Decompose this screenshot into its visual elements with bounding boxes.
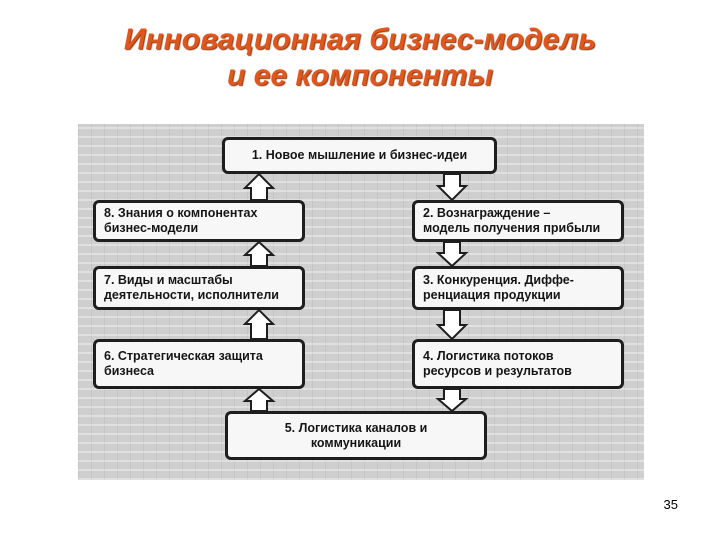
component-box-5: 5. Логистика каналов и коммуникации xyxy=(225,411,487,460)
arrow-up-5-6 xyxy=(242,387,276,412)
arrow-up-6-7 xyxy=(242,308,276,340)
component-label-3: 3. Конкуренция. Диффе- ренциация продукц… xyxy=(423,273,574,302)
component-box-2: 2. Вознаграждение – модель получения при… xyxy=(412,200,624,242)
component-label-8: 8. Знания о компонентах бизнес-модели xyxy=(104,206,258,235)
component-box-8: 8. Знания о компонентах бизнес-модели xyxy=(93,200,305,242)
component-label-5: 5. Логистика каналов и коммуникации xyxy=(284,420,428,450)
page-number: 35 xyxy=(663,497,678,512)
component-label-2: 2. Вознаграждение – модель получения при… xyxy=(423,206,601,235)
component-box-7: 7. Виды и масштабы деятельности, исполни… xyxy=(93,266,305,310)
component-box-4: 4. Логистика потоков ресурсов и результа… xyxy=(412,339,624,389)
arrow-down-2-3 xyxy=(435,241,469,268)
arrow-down-4-5 xyxy=(435,388,469,413)
component-box-1: 1. Новое мышление и бизнес-идеи xyxy=(222,137,497,174)
arrow-up-7-8 xyxy=(242,240,276,267)
slide-title-text: Инновационная бизнес-модель и ее компоне… xyxy=(123,23,597,92)
arrow-down-1-2 xyxy=(435,173,469,202)
slide-title: Инновационная бизнес-модель и ее компоне… xyxy=(0,22,720,94)
component-label-1: 1. Новое мышление и бизнес-идеи xyxy=(251,148,468,162)
component-box-3: 3. Конкуренция. Диффе- ренциация продукц… xyxy=(412,266,624,310)
arrow-up-8-1 xyxy=(242,172,276,201)
component-box-6: 6. Стратегическая защита бизнеса xyxy=(93,339,305,389)
component-label-6: 6. Стратегическая защита бизнеса xyxy=(104,349,263,378)
component-label-4: 4. Логистика потоков ресурсов и результа… xyxy=(423,349,572,378)
component-label-7: 7. Виды и масштабы деятельности, исполни… xyxy=(104,273,279,302)
arrow-down-3-4 xyxy=(435,309,469,341)
